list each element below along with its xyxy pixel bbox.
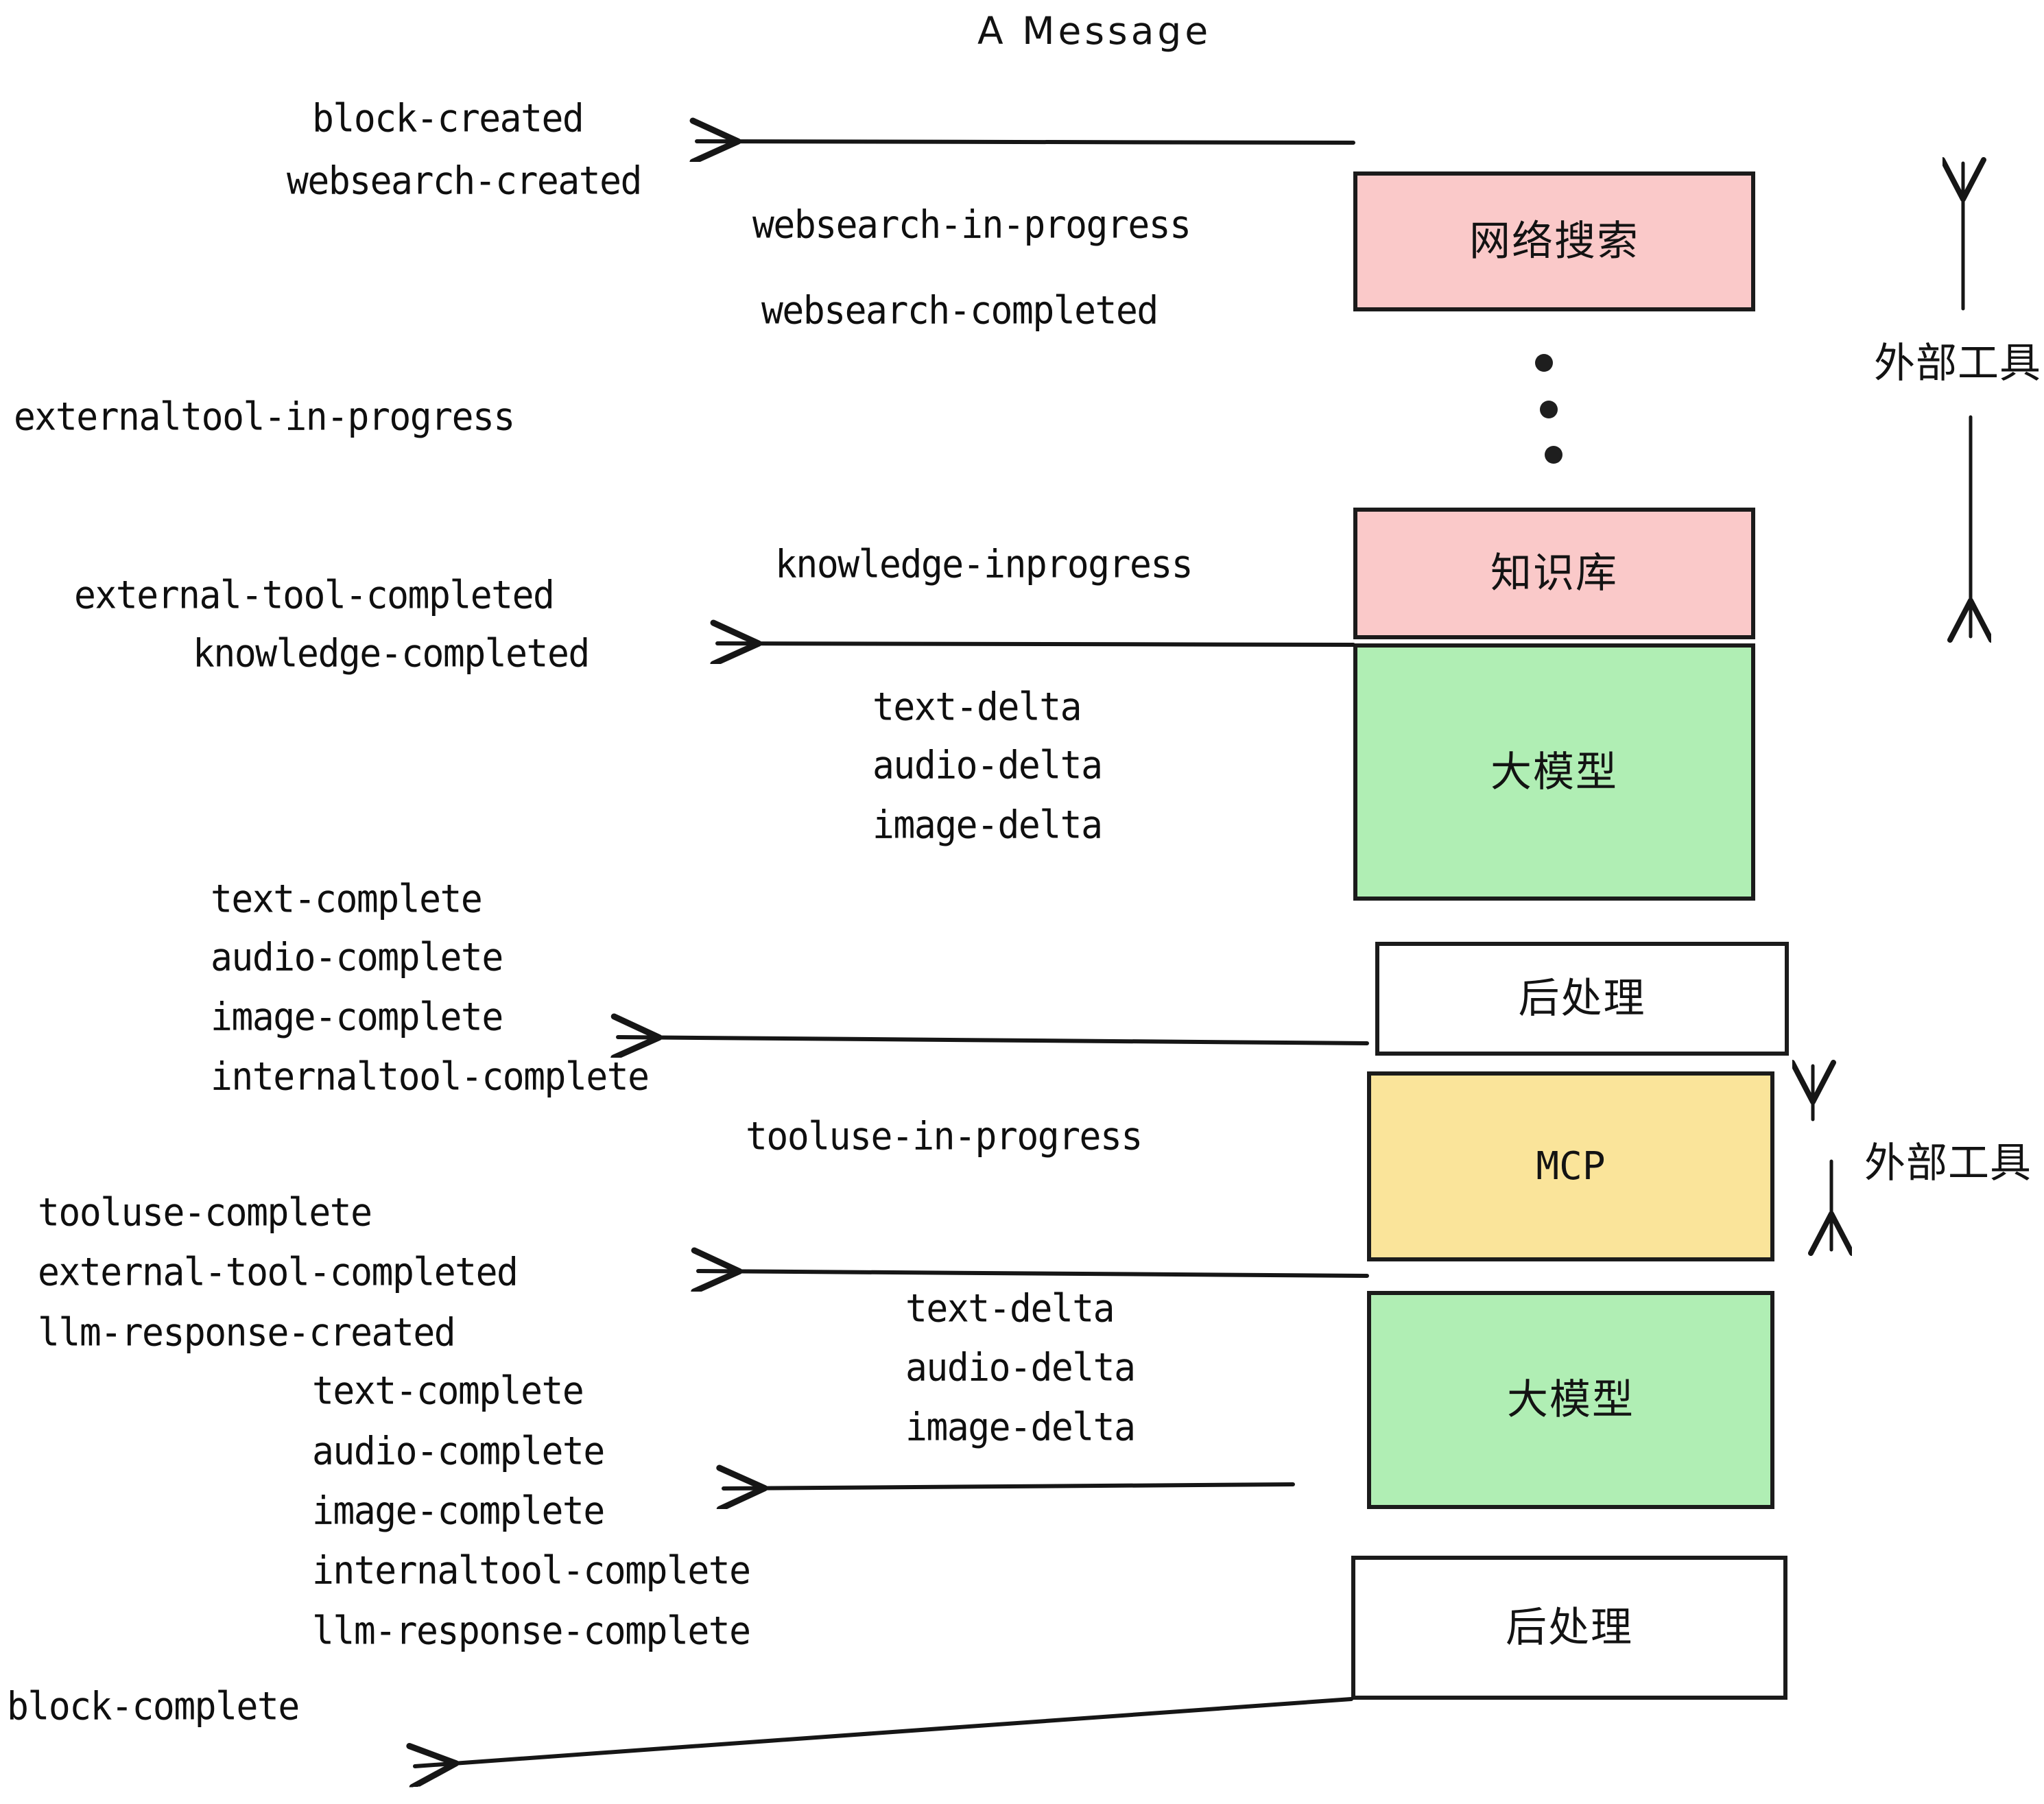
event-label-llm-response-created: llm-response-created xyxy=(38,1310,456,1355)
event-label-text-complete-2: text-complete xyxy=(312,1368,584,1414)
node-label-mcp: MCP xyxy=(1536,1143,1606,1189)
event-label-image-complete-2: image-complete xyxy=(312,1488,605,1534)
event-label-knowledge-inprogress: knowledge-inprogress xyxy=(775,542,1193,587)
event-label-block-complete: block-complete xyxy=(7,1684,300,1729)
arrow-knowledge-to-knowledgecompleted xyxy=(717,643,1355,645)
node-label-knowledge: 知识库 xyxy=(1490,549,1618,597)
ellipsis-dot-2 xyxy=(1540,401,1558,418)
event-label-audio-complete-1: audio-complete xyxy=(211,935,503,980)
event-label-tooluse-complete: tooluse-complete xyxy=(38,1190,372,1235)
event-label-websearch-in-progress: websearch-in-progress xyxy=(752,202,1191,248)
event-label-audio-delta-1: audio-delta xyxy=(872,743,1103,788)
event-label-websearch-created: websearch-created xyxy=(287,158,642,204)
arrow-llm-to-imagecomplete xyxy=(618,1037,1369,1043)
arrow-websearch-to-blockcreated xyxy=(697,141,1355,143)
side-label-external-tools-upper: 外部工具 xyxy=(1874,340,2041,388)
ellipsis-dot-3 xyxy=(1545,446,1562,464)
event-label-text-delta-1: text-delta xyxy=(872,685,1082,730)
node-box-postprocess-lower[interactable]: 后处理 xyxy=(1351,1556,1787,1700)
node-label-postprocess-lower: 后处理 xyxy=(1506,1604,1633,1652)
node-label-websearch: 网络搜索 xyxy=(1469,217,1639,265)
event-label-internaltool-complete-2: internaltool-complete xyxy=(312,1548,751,1593)
node-box-mcp[interactable]: MCP xyxy=(1367,1071,1774,1261)
event-label-audio-delta-2: audio-delta xyxy=(905,1345,1136,1390)
event-label-tooluse-in-progress: tooluse-in-progress xyxy=(746,1114,1143,1159)
event-label-llm-response-complete: llm-response-complete xyxy=(312,1609,751,1654)
event-label-external-tool-completed-2: external-tool-completed xyxy=(38,1250,519,1295)
event-label-audio-complete-2: audio-complete xyxy=(312,1429,605,1474)
node-box-llm-lower[interactable]: 大模型 xyxy=(1367,1291,1774,1509)
event-label-image-complete-1: image-complete xyxy=(211,995,503,1040)
node-label-postprocess-upper: 后处理 xyxy=(1518,975,1646,1023)
node-box-knowledge[interactable]: 知识库 xyxy=(1353,508,1755,639)
event-label-block-created: block-created xyxy=(312,96,584,141)
event-label-text-complete-1: text-complete xyxy=(211,877,483,922)
side-label-external-tools-lower: 外部工具 xyxy=(1864,1139,2032,1187)
event-label-externaltool-in-progress: externaltool-in-progress xyxy=(14,394,515,440)
event-label-external-tool-completed-1: external-tool-completed xyxy=(74,573,555,618)
ellipsis-dot-1 xyxy=(1535,354,1553,372)
node-box-websearch[interactable]: 网络搜索 xyxy=(1353,171,1755,311)
event-label-image-delta-1: image-delta xyxy=(872,803,1103,848)
node-label-llm-lower: 大模型 xyxy=(1507,1376,1635,1424)
node-box-postprocess-upper[interactable]: 后处理 xyxy=(1375,942,1789,1056)
event-label-internaltool-complete-1: internaltool-complete xyxy=(211,1054,650,1100)
arrow-mcp-to-toolusecomplete xyxy=(698,1271,1369,1276)
event-label-image-delta-2: image-delta xyxy=(905,1405,1136,1450)
event-label-knowledge-completed: knowledge-completed xyxy=(193,631,590,676)
node-box-llm-upper[interactable]: 大模型 xyxy=(1353,643,1755,901)
event-label-text-delta-2: text-delta xyxy=(905,1286,1115,1331)
arrow-llm2-to-audiocomplete xyxy=(724,1484,1295,1488)
node-label-llm-upper: 大模型 xyxy=(1490,748,1618,796)
event-label-websearch-completed: websearch-completed xyxy=(761,288,1158,333)
arrow-postprocess-to-blockcomplete xyxy=(415,1697,1353,1766)
page-title: A Message xyxy=(977,9,1212,53)
